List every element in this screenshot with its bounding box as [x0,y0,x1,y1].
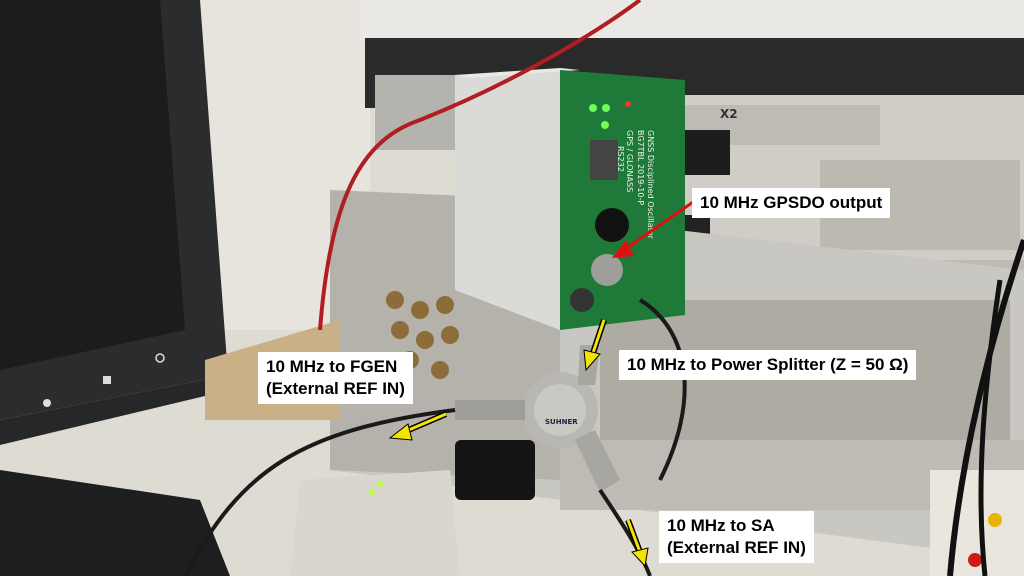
led-green-2 [602,104,610,112]
power-splitter-text: 10 MHz to Power Splitter (Z = 50 Ω) [627,355,909,374]
led-green-1 [589,104,597,112]
lower-left-instrument [290,470,460,576]
fgen-cable [183,408,456,576]
status-led-2 [377,481,383,487]
monitor-screen [0,0,185,370]
module-title-3: GPS / GLONASS [625,130,634,192]
sa-line-2: (External REF IN) [667,538,806,557]
rack-power-cable [947,239,1024,576]
power-splitter-label: 10 MHz to Power Splitter (Z = 50 Ω) [619,350,917,380]
splitter-left-adapter [455,400,525,420]
power-jack [570,288,594,312]
menu-icon [103,376,111,384]
led-green-3 [601,121,609,129]
gpsdo-pcb-front [560,70,685,330]
rack-top-panel [360,0,1024,40]
led-red [625,101,631,107]
splitter-bottom-adapter [575,430,620,492]
rack-power-cable-2 [978,279,1003,576]
module-title-2: BG7TBL 2019-10-P [636,130,645,205]
sa-cable [598,488,652,576]
fgen-label: 10 MHz to FGEN (External REF IN) [258,352,413,404]
gpsdo-output-text: 10 MHz GPSDO output [700,193,883,212]
monitor-lower-bezel [0,375,230,445]
ref-output-connector [591,254,623,286]
instrument-tag: X2 [720,107,738,121]
gpsdo-enclosure-top [455,68,580,78]
iec-plug [455,440,535,500]
red-arrow [612,198,697,258]
module-title-1: GNSS Disciplined Oscillator [646,130,655,240]
gpsdo-output-label: 10 MHz GPSDO output [692,188,891,218]
power-icon [155,353,165,363]
yellow-arrow-fgen [388,411,448,441]
sa-line-1: 10 MHz to SA [667,516,775,535]
red-cable [318,0,642,331]
power-splitter-face [534,384,586,436]
status-led-1 [369,489,375,495]
banana-jack-red [968,553,982,567]
antenna-connector [595,208,629,242]
rs232-port [590,140,618,180]
yellow-arrow-sa [625,518,649,568]
sa-label: 10 MHz to SA (External REF IN) [659,511,814,563]
gpsdo-enclosure-side [455,70,560,330]
splitter-brand: SUHNER [545,418,578,426]
rs232-label: RS232 [616,146,625,172]
lower-instrument-vent [600,300,1010,460]
fgen-line-2: (External REF IN) [266,379,405,398]
brightness-icon [43,399,51,407]
yellow-arrow-splitter [583,319,607,372]
keyboard-shadow [0,470,230,576]
banana-jack-yellow [988,513,1002,527]
fgen-line-1: 10 MHz to FGEN [266,357,398,376]
